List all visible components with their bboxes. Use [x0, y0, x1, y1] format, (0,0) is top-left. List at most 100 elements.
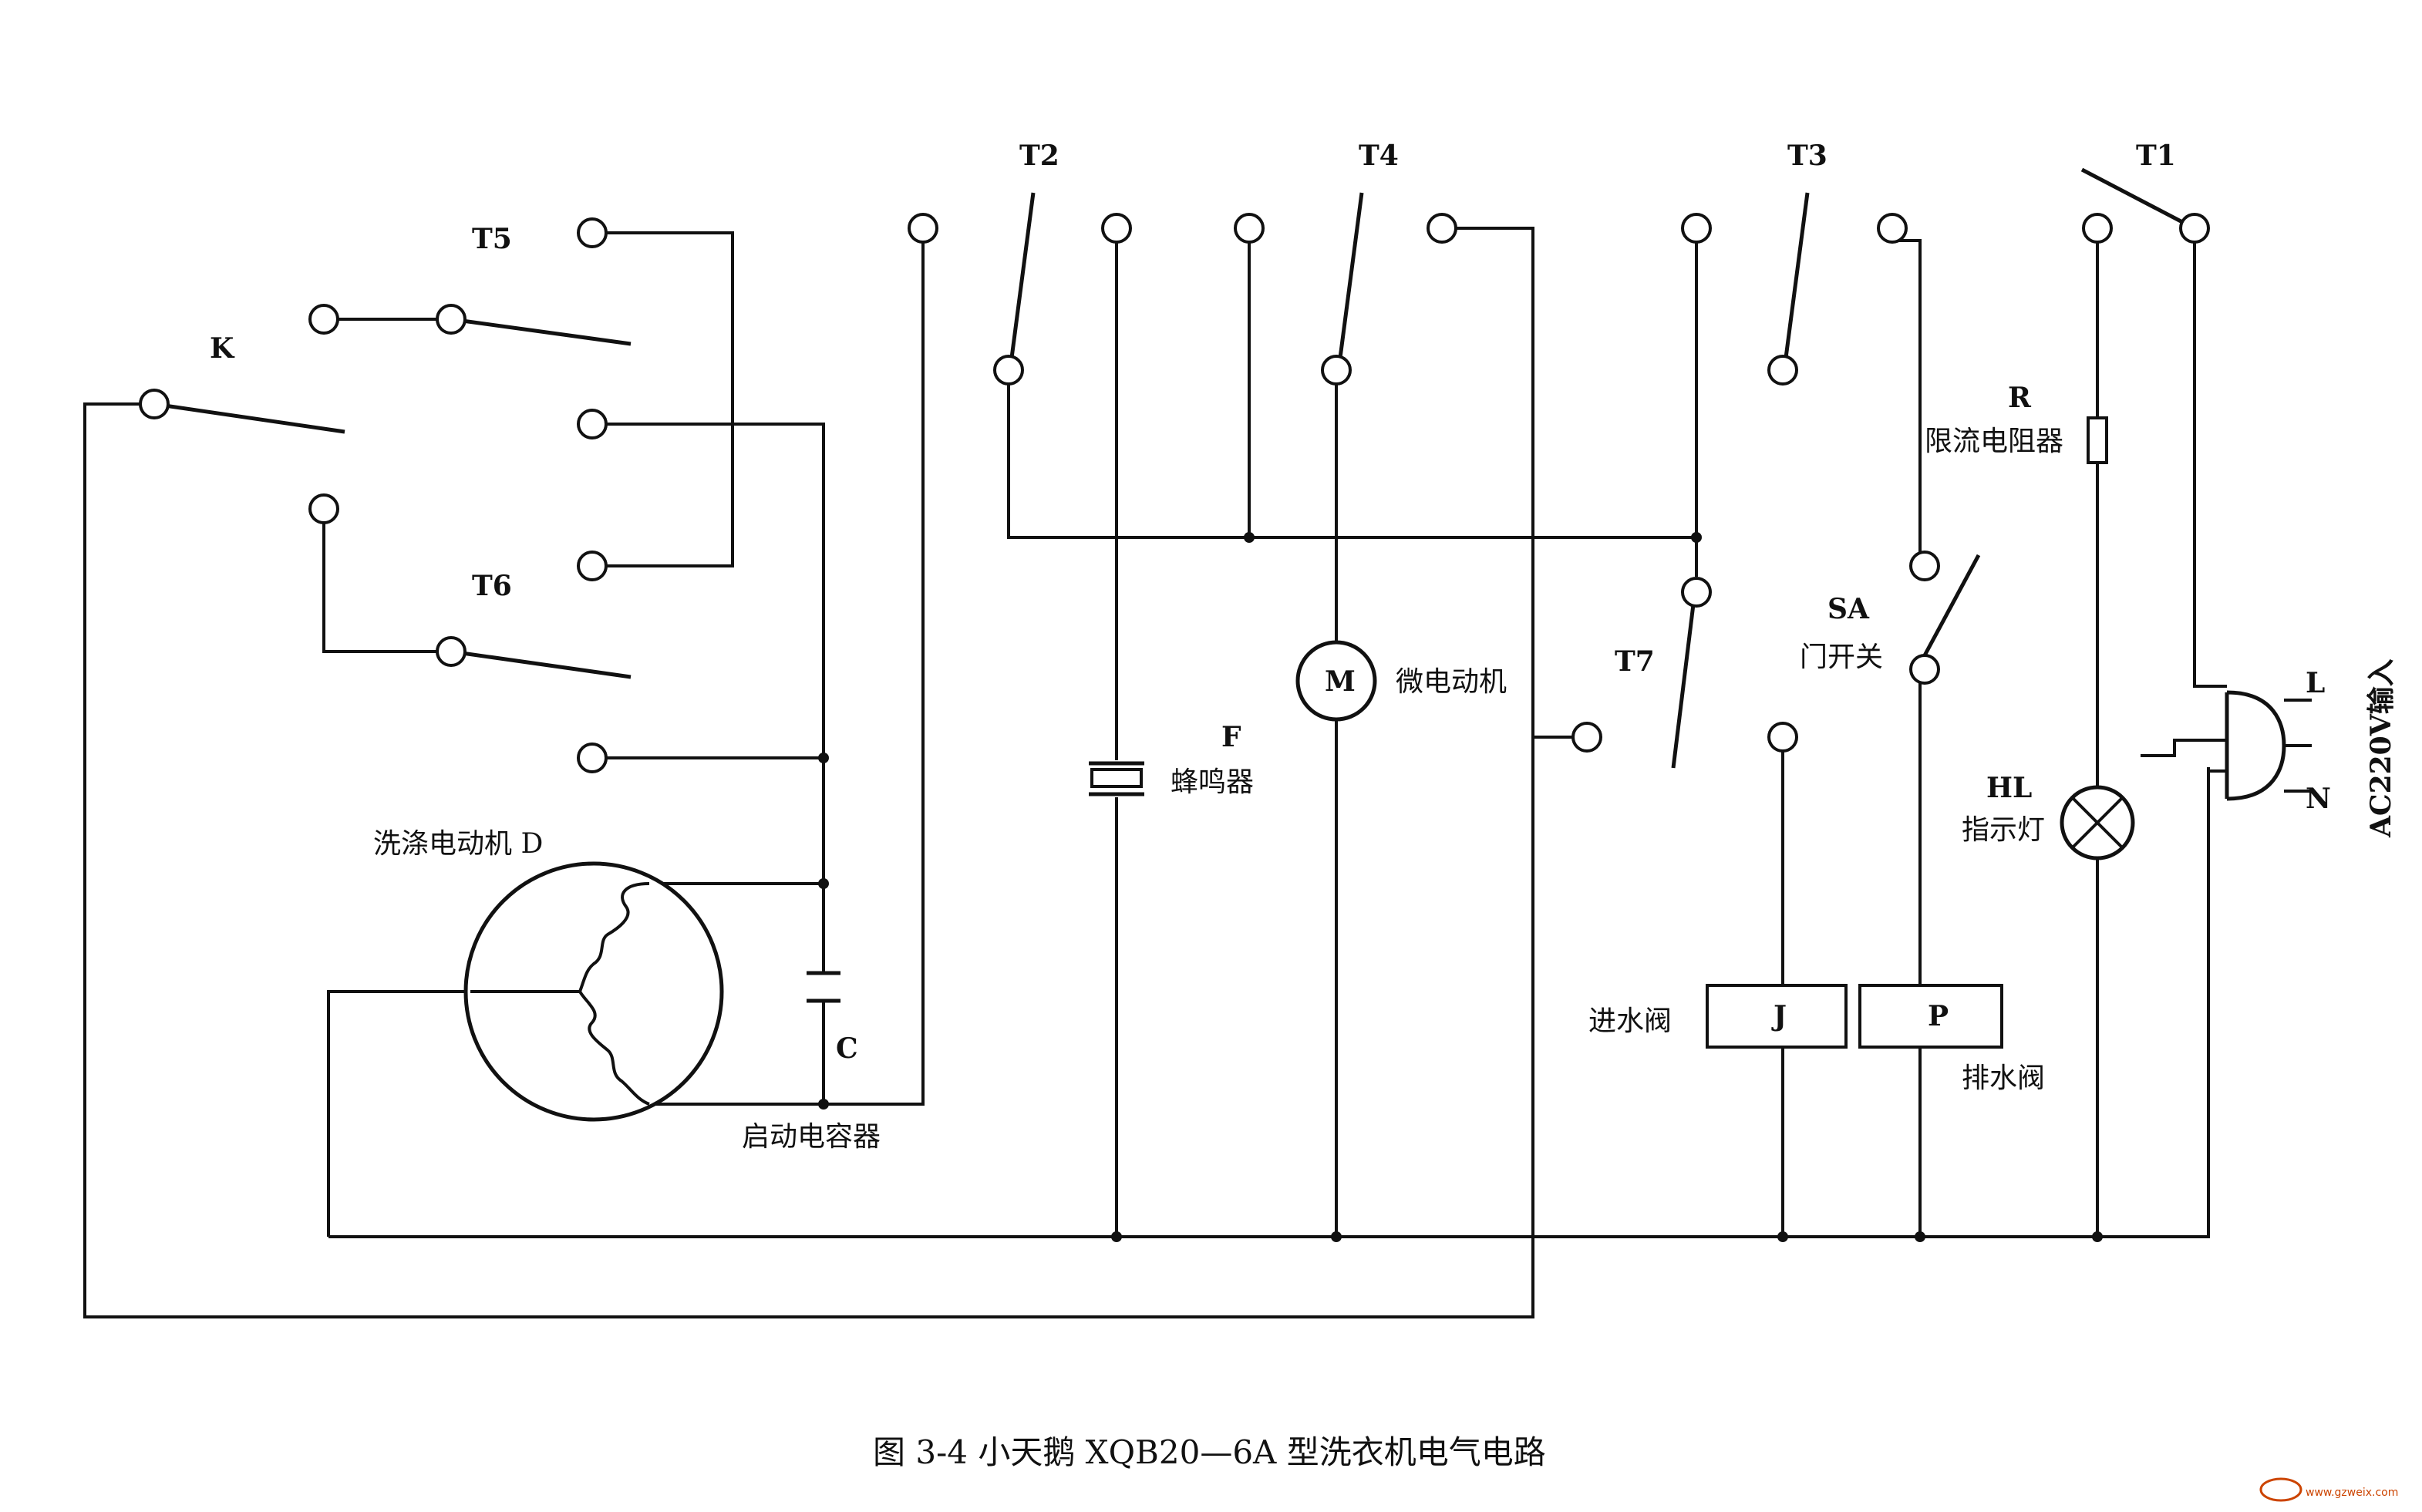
motor-left-lead-wire [327, 990, 470, 1237]
junction-dot [1111, 1231, 1122, 1242]
t4-right-wire [1455, 227, 1534, 737]
t7-pivot-terminal [1681, 577, 1712, 608]
junction-dot [2092, 1231, 2103, 1242]
indicator-lamp-symbol [2060, 785, 2135, 860]
power-input-label: AC220V输入 [2365, 658, 2397, 838]
watermark-text: www.gzweix.com [2306, 1487, 2398, 1499]
junction-dot [818, 878, 829, 889]
sa-label: SA [1827, 593, 1870, 625]
junction-dot [1777, 1231, 1788, 1242]
drain-valve-symbol [1858, 984, 2003, 1049]
junction-dot [1691, 532, 1702, 543]
plug-l-label: L [2306, 667, 2325, 699]
t2-pivot-terminal [993, 355, 1024, 386]
sa-pivot-terminal [1909, 654, 1940, 685]
capacitor-column-wire [605, 423, 825, 972]
lamp-letter-label: HL [1986, 772, 2032, 804]
wash-motor-symbol [463, 861, 724, 1122]
t1-label: T1 [2136, 140, 2176, 172]
capacitor-description: 启动电容器 [742, 1121, 881, 1153]
junction-dot [1331, 1231, 1342, 1242]
t5-t6-bridge-wire [605, 231, 734, 567]
junction-dot [818, 753, 829, 763]
capacitor-letter-label: C [836, 1032, 858, 1065]
buzzer-description: 蜂鸣器 [1171, 766, 1254, 798]
watermark-logo: www.gzweix.com [2259, 1477, 2398, 1502]
drain-valve-letter-label: P [1928, 1000, 1949, 1032]
circuit-wires [83, 227, 2227, 1318]
t4-pivot-terminal [1321, 355, 1352, 386]
outer-loop-wire [83, 402, 1573, 1318]
bottom-bus-wire [328, 767, 2210, 1238]
junction-dot [1915, 1231, 1925, 1242]
t3-left-terminal [1681, 213, 1712, 244]
t2-switch-blade [1009, 192, 1036, 359]
inlet-switch-terminal [1767, 722, 1798, 753]
buzzer-top-terminal [1101, 213, 1132, 244]
switch-blades [153, 167, 2187, 769]
t5-pivot-terminal [436, 304, 467, 335]
t5-mid-terminal [577, 409, 608, 439]
inlet-valve-letter-label: J [1771, 1000, 1787, 1032]
buzzer-letter-label: F [1221, 721, 1241, 753]
buzzer-symbol [1089, 761, 1144, 796]
t6-pivot-terminal [436, 636, 467, 667]
k-lower-terminal [308, 493, 339, 524]
motor-lower-lead-wire [649, 241, 925, 1106]
micro-motor-letter-label: M [1325, 665, 1356, 698]
resistor-description: 限流电阻器 [1925, 426, 2063, 457]
t4-switch-blade [1338, 192, 1364, 359]
t3-pivot-terminal [1767, 355, 1798, 386]
wash-motor-label: 洗涤电动机 D [373, 828, 543, 860]
t2-to-mid-bus-wire [1007, 375, 1696, 539]
t2-label: T2 [1019, 140, 1059, 172]
t5-switch-blade [450, 317, 632, 346]
inlet-valve-symbol [1706, 984, 1848, 1049]
t6-label: T6 [472, 570, 512, 602]
sa-description: 门开关 [1800, 642, 1883, 673]
t3-right-terminal [1877, 213, 1908, 244]
t3-to-sa-wire [1892, 239, 1922, 554]
junction-dot [1244, 532, 1255, 543]
capacitor-symbol [807, 971, 840, 1003]
t1-to-plug-wire [2193, 241, 2227, 688]
k-pivot-terminal [139, 389, 170, 419]
t1-left-terminal [2082, 213, 2113, 244]
t5-top-terminal [577, 217, 608, 248]
t1-right-terminal [2179, 213, 2210, 244]
resistor-letter-label: R [2008, 382, 2032, 414]
t7-contact-terminal [1571, 722, 1602, 753]
drain-valve-description: 排水阀 [1962, 1062, 2045, 1094]
junction-dot [818, 1099, 829, 1110]
sa-switch-blade [1922, 554, 1981, 657]
plug-n-label: N [2306, 783, 2331, 815]
t7-switch-blade [1671, 604, 1696, 769]
power-plug-symbol [2141, 690, 2312, 801]
micro-motor-symbol [1295, 640, 1377, 722]
t2-left-terminal [908, 213, 938, 244]
t3-label: T3 [1787, 140, 1827, 172]
figure-caption: 图 3-4 小天鹅 XQB20—6A 型洗衣机电气电路 [873, 1433, 1546, 1471]
labels: K T5 T6 T2 T4 T3 T1 T7 SA 门开关 洗涤电动机 D C … [210, 140, 2397, 1471]
k-to-t6-wire [322, 509, 438, 653]
junction-dots [818, 532, 2103, 1242]
t4-label: T4 [1359, 140, 1399, 172]
t6-bottom-terminal [577, 743, 608, 773]
k-switch-blade [153, 402, 345, 434]
t4-right-terminal [1427, 213, 1457, 244]
k-upper-terminal [308, 304, 339, 335]
terminals [139, 213, 2210, 773]
t5-label: T5 [472, 223, 512, 255]
t4-left-terminal [1234, 213, 1265, 244]
k-label: K [210, 332, 235, 365]
t6-switch-blade [450, 649, 632, 679]
sa-upper-terminal [1909, 551, 1940, 581]
t3-switch-blade [1784, 192, 1810, 359]
micro-motor-description: 微电动机 [1396, 666, 1507, 698]
inlet-valve-description: 进水阀 [1588, 1005, 1672, 1037]
resistor-symbol [2087, 416, 2108, 464]
t7-label: T7 [1615, 645, 1655, 678]
t1-switch-blade [2080, 167, 2187, 226]
t6-top-terminal [577, 551, 608, 581]
